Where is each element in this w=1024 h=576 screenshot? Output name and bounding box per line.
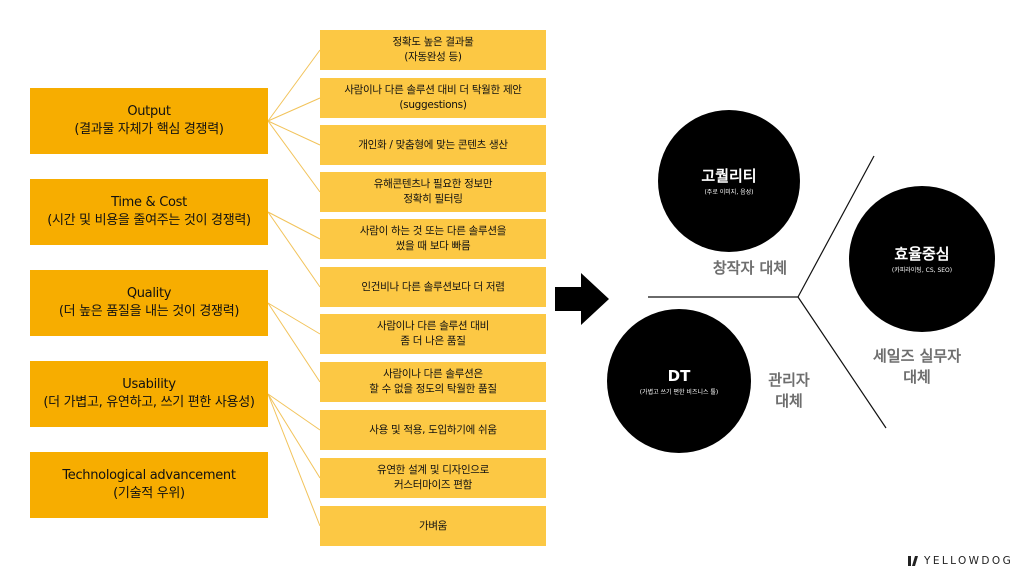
- label-line: 세일즈 실무자: [872, 347, 962, 365]
- item-box: 가벼움: [320, 506, 546, 546]
- yellowdog-logo: YELLOWDOG: [908, 555, 1013, 567]
- label-line: 대체: [903, 368, 931, 386]
- circle-subtitle: (가볍고 쓰기 편한 비즈니스 툴): [639, 388, 719, 396]
- category-usability: Usability (더 가볍고, 유연하고, 쓰기 편한 사용성): [30, 361, 268, 427]
- category-title: Quality: [126, 286, 172, 301]
- category-subtitle: (결과물 자체가 핵심 경쟁력): [74, 122, 224, 137]
- connector-line: [267, 120, 321, 146]
- circle-title: DT: [667, 366, 691, 385]
- connector-line: [267, 393, 321, 479]
- label-line: 대체: [775, 392, 803, 410]
- category-subtitle: (시간 및 비용을 줄여주는 것이 경쟁력): [47, 213, 251, 228]
- circle-subtitle: (주로 이미지, 음성): [704, 188, 754, 196]
- circle-high-quality: 고퀄리티 (주로 이미지, 음성): [658, 110, 800, 252]
- category-output: Output (결과물 자체가 핵심 경쟁력): [30, 88, 268, 154]
- connector-line: [267, 393, 321, 527]
- category-title: Time & Cost: [111, 195, 187, 210]
- item-box: 유해콘텐츠나 필요한 정보만 정확히 필터링: [320, 172, 546, 212]
- item-line2: (자동완성 등): [404, 51, 462, 63]
- category-title: Usability: [122, 377, 176, 392]
- connector-line: [267, 211, 321, 240]
- item-line2: 정확히 필터링: [403, 193, 463, 205]
- divider-line: [797, 296, 887, 429]
- label-sales-replacement: 세일즈 실무자 대체: [852, 346, 982, 388]
- category-subtitle: (기술적 우위): [113, 486, 185, 501]
- item-box: 사람이나 다른 솔루션 대비 좀 더 나은 품질: [320, 314, 546, 354]
- item-line1: 개인화 / 맞춤형에 맞는 콘텐츠 생산: [358, 138, 508, 151]
- item-box: 개인화 / 맞춤형에 맞는 콘텐츠 생산: [320, 125, 546, 165]
- label-manager-replacement: 관리자 대체: [754, 370, 824, 412]
- item-line1: 사람이나 다른 솔루션은: [383, 368, 483, 380]
- item-line1: 정확도 높은 결과물: [392, 36, 474, 48]
- category-title: Output: [127, 104, 171, 119]
- item-line1: 유해콘텐츠나 필요한 정보만: [373, 178, 493, 190]
- item-line2: (suggestions): [399, 99, 467, 111]
- circle-subtitle: (카피라이팅, CS, SEO): [891, 266, 953, 274]
- item-line1: 가벼움: [418, 519, 448, 532]
- item-box: 사람이 하는 것 또는 다른 솔루션을 썼을 때 보다 빠름: [320, 219, 546, 259]
- item-line1: 사용 및 적용, 도입하기에 쉬움: [369, 423, 497, 436]
- item-line1: 사람이나 다른 솔루션 대비 더 탁월한 제안: [344, 84, 522, 96]
- connector-line: [267, 97, 321, 122]
- category-subtitle: (더 높은 품질을 내는 것이 경쟁력): [58, 304, 240, 319]
- logo-text: YELLOWDOG: [924, 555, 1014, 567]
- logo-mark-icon: [908, 556, 918, 566]
- item-line1: 인건비나 다른 솔루션보다 더 저렴: [361, 280, 505, 293]
- item-line2: 썼을 때 보다 빠름: [395, 240, 471, 252]
- category-subtitle: (더 가볍고, 유연하고, 쓰기 편한 사용성): [43, 395, 255, 410]
- circle-efficiency: 효율중심 (카피라이팅, CS, SEO): [849, 186, 995, 332]
- item-line1: 사람이 하는 것 또는 다른 솔루션을: [359, 225, 507, 237]
- connector-line: [267, 120, 321, 193]
- item-line2: 좀 더 나은 품질: [400, 335, 466, 347]
- connector-line: [267, 302, 321, 383]
- item-box: 정확도 높은 결과물 (자동완성 등): [320, 30, 546, 70]
- label-line: 관리자: [768, 371, 810, 389]
- category-quality: Quality (더 높은 품질을 내는 것이 경쟁력): [30, 270, 268, 336]
- divider-line: [797, 155, 875, 298]
- category-tech-advancement: Technological advancement (기술적 우위): [30, 452, 268, 518]
- circle-title: 고퀄리티: [701, 166, 757, 185]
- item-line2: 커스터마이즈 편함: [394, 479, 472, 491]
- connector-line: [267, 302, 321, 335]
- item-box: 유연한 설계 및 디자인으로 커스터마이즈 편함: [320, 458, 546, 498]
- circle-dt: DT (가볍고 쓰기 편한 비즈니스 툴): [607, 309, 751, 453]
- item-box: 사람이나 다른 솔루션은 할 수 없을 정도의 탁월한 품질: [320, 362, 546, 402]
- item-line2: 할 수 없을 정도의 탁월한 품질: [369, 383, 497, 395]
- label-line: 창작자 대체: [712, 259, 788, 277]
- category-title: Technological advancement: [62, 468, 236, 483]
- connector-line: [267, 49, 321, 122]
- item-box: 사람이나 다른 솔루션 대비 더 탁월한 제안 (suggestions): [320, 78, 546, 118]
- circle-title: 효율중심: [894, 244, 950, 263]
- connector-line: [267, 393, 321, 431]
- category-time-cost: Time & Cost (시간 및 비용을 줄여주는 것이 경쟁력): [30, 179, 268, 245]
- item-box: 인건비나 다른 솔루션보다 더 저렴: [320, 267, 546, 307]
- item-box: 사용 및 적용, 도입하기에 쉬움: [320, 410, 546, 450]
- arrow-right-icon: [555, 273, 609, 325]
- connector-line: [267, 211, 321, 288]
- item-line1: 유연한 설계 및 디자인으로: [376, 464, 490, 476]
- item-line1: 사람이나 다른 솔루션 대비: [376, 320, 490, 332]
- label-creator-replacement: 창작자 대체: [690, 258, 810, 279]
